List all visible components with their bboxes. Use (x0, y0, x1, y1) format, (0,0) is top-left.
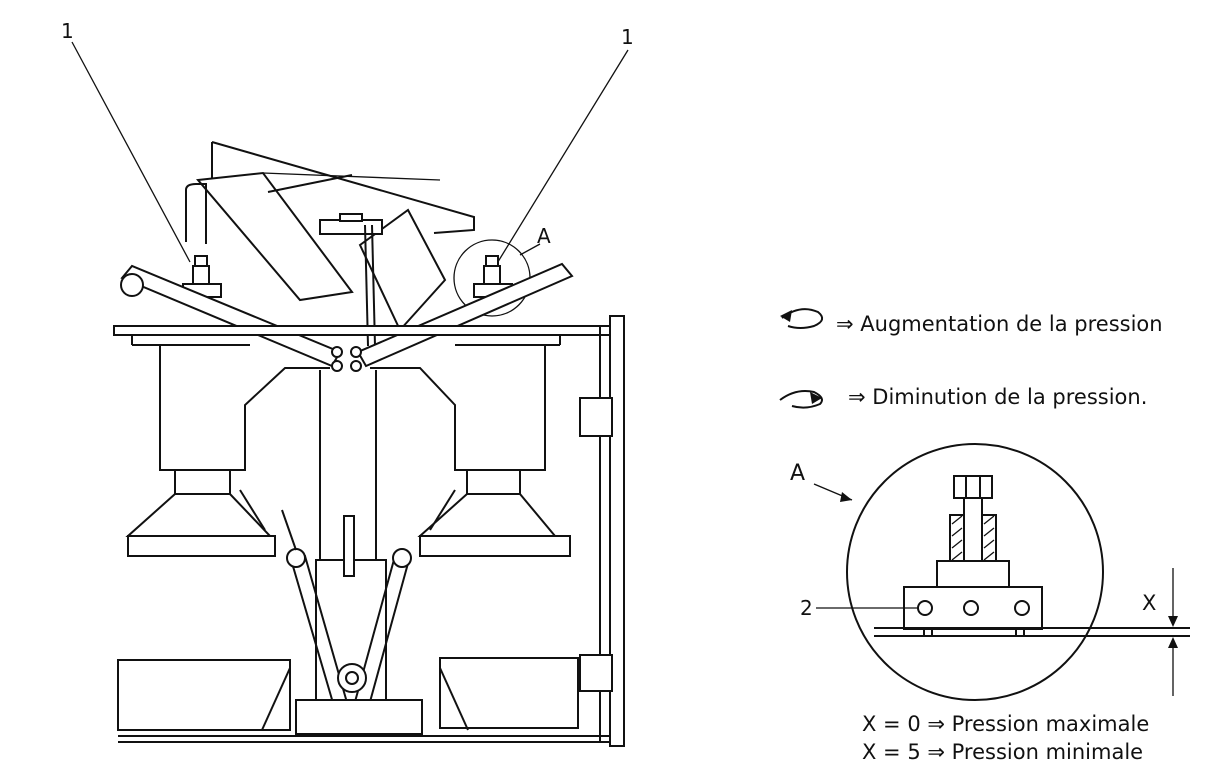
leader-line-left (71, 41, 191, 263)
pressure-adjuster-left (182, 255, 222, 298)
pressure-block (903, 560, 1043, 637)
central-column (315, 370, 387, 711)
machine-front-view: 1 1 A (61, 19, 634, 747)
legend-increase-text: ⇒ Augmentation de la pression (836, 312, 1163, 336)
legend-decrease-text: ⇒ Diminution de la pression. (848, 385, 1147, 409)
callout-2: 2 (800, 596, 813, 620)
leader-line-right (495, 49, 629, 266)
gap-symbol: X (1142, 591, 1156, 615)
detail-a-zoom: A (790, 443, 1190, 764)
callout-1-left: 1 (61, 19, 74, 43)
callout-a: A (537, 224, 551, 248)
rotation-legend: ⇒ Augmentation de la pression ⇒ Diminuti… (779, 308, 1163, 409)
detail-circle (846, 443, 1104, 701)
callout-1-right: 1 (621, 25, 634, 49)
detail-a-label: A (790, 461, 805, 486)
press-body-right (370, 345, 571, 557)
press-body-left (125, 345, 330, 557)
bolt (949, 475, 997, 562)
rotate-counterclockwise-icon (780, 308, 824, 329)
gap-max-text: X = 0 ⇒ Pression maximale (862, 712, 1149, 736)
side-frame (579, 315, 625, 747)
bolt-hole-2 (917, 600, 933, 616)
inclined-arms (120, 262, 574, 372)
gap-min-text: X = 5 ⇒ Pression minimale (862, 740, 1143, 764)
rotate-clockwise-icon (779, 390, 823, 409)
frame-plate (113, 325, 613, 346)
base-blocks (117, 657, 610, 743)
gap-dimension: X (1142, 568, 1178, 696)
